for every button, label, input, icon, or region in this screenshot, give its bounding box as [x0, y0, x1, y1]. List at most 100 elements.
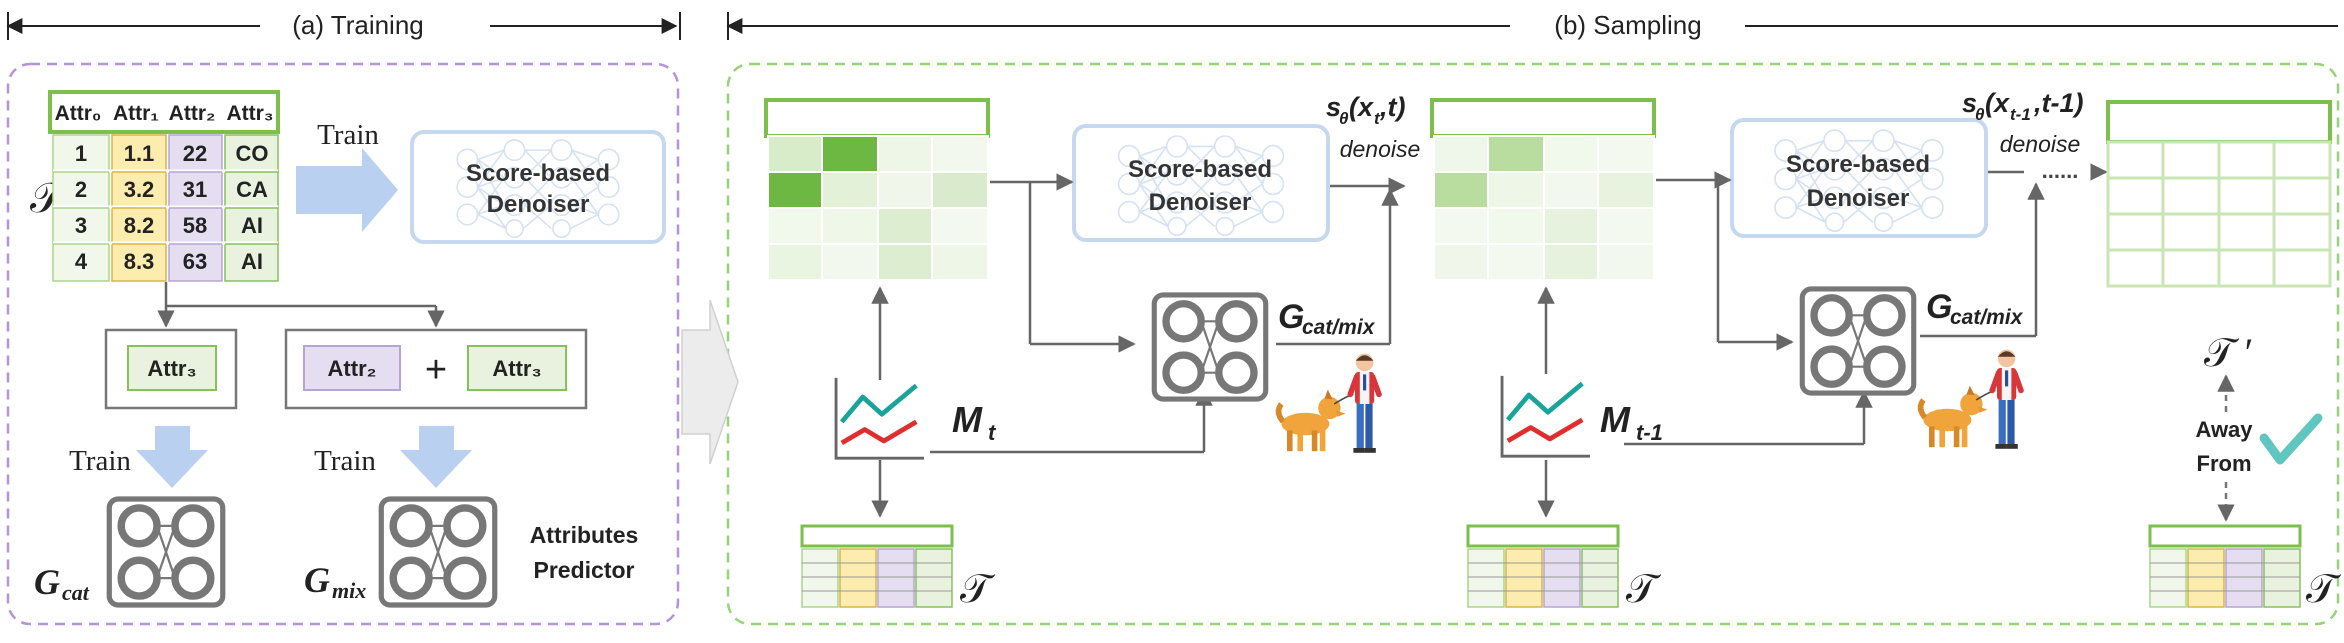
denoiser-title-line1: Score-based: [1786, 151, 1930, 178]
g-sub: cat/mix: [1950, 306, 2024, 329]
denoiser-title-line2: Denoiser: [487, 191, 590, 218]
g-cat-mix-network-2: [1802, 289, 1913, 393]
table-cell: 4: [75, 249, 88, 274]
score-args-sub: t: [1374, 109, 1381, 128]
score-args-end: ,t-1): [2033, 88, 2084, 118]
sampling-denoiser-1: Score-based Denoiser: [1072, 124, 1330, 242]
noisy-table-t: [764, 98, 990, 281]
sampling-frame: [726, 62, 2340, 626]
checkmark-icon: [2259, 413, 2323, 465]
table-cell: AI: [241, 213, 263, 238]
training-span-arrow: [6, 12, 681, 40]
table-cell: 3: [75, 213, 87, 238]
continuation-dots: ......: [2042, 158, 2079, 183]
table-symbol-result: 𝒯: [2306, 566, 2342, 611]
g-mix-network: [381, 499, 494, 605]
table-cell: 3.2: [124, 177, 155, 202]
sampling-denoiser-2: Score-based Denoiser: [1730, 118, 1988, 238]
train-label-mix: Train: [314, 445, 376, 477]
small-table-1: [800, 524, 954, 608]
train-arrow-denoiser: [296, 148, 398, 232]
table-cell: 8.3: [124, 249, 155, 274]
table-cell: 63: [183, 249, 207, 274]
score-args-end: ,t): [1379, 92, 1405, 122]
mask-label-t-minus-1: M t-1: [1600, 399, 1663, 445]
g-cat-label: G: [34, 562, 60, 602]
denoise-label: denoise: [2000, 131, 2081, 157]
score-function-t-minus-1: s θ (x t-1 ,t-1): [1962, 88, 2084, 124]
predictor-label-line1: Attributes: [530, 522, 639, 548]
table-cell: 1: [75, 141, 87, 166]
away-label-line2: From: [2197, 451, 2252, 476]
denoiser-title-line2: Denoiser: [1149, 189, 1252, 216]
mix-input-label-b: Attr₃: [492, 356, 541, 381]
denoiser-title-line2: Denoiser: [1807, 185, 1910, 212]
score-function-t: s θ (x t ,t): [1326, 92, 1405, 128]
training-data-table: [48, 90, 280, 282]
mix-input-box: Attr₂ + Attr₃: [284, 328, 588, 410]
transition-arrow: [681, 299, 739, 465]
g-cat-network: [109, 499, 222, 605]
step1-arrows: [871, 173, 1406, 518]
table-symbol-1: 𝒯: [960, 566, 996, 611]
mask-label-t: M t: [952, 399, 997, 445]
train-arrow-cat: [136, 426, 208, 488]
table-header-cell: Attr₀: [55, 102, 102, 125]
table-header-cell: Attr₁: [113, 102, 159, 125]
sampling-span-arrow: [726, 12, 2338, 40]
denoise-label: denoise: [1340, 136, 1421, 162]
sampling-section-title: (b) Sampling: [1554, 10, 1701, 40]
train-label-cat: Train: [69, 445, 131, 477]
denoiser-title-line1: Score-based: [466, 160, 610, 187]
split-arrows: [157, 282, 445, 328]
training-table-headers: Attr₀ Attr₁ Attr₂ Attr₃: [55, 102, 274, 125]
step2-arrows: [1537, 163, 2108, 518]
table-cell: CA: [236, 177, 268, 202]
score-sub: θ: [1339, 109, 1349, 128]
score-args-sub: t-1: [2010, 105, 2031, 124]
table-cell: 8.2: [124, 213, 155, 238]
predictor-label-line2: Predictor: [534, 557, 635, 583]
dog-walker-icon: [1921, 350, 2021, 449]
g-mix-label: G: [304, 560, 330, 600]
table-cell: 22: [183, 141, 207, 166]
score-args: (x: [1985, 88, 2010, 118]
table-cell: CO: [236, 141, 269, 166]
denoiser-title-line1: Score-based: [1128, 156, 1272, 183]
generated-table: [2106, 100, 2332, 288]
score-fn: s: [1962, 88, 1977, 118]
table-cell: 2: [75, 177, 87, 202]
g-label: G: [1278, 298, 1304, 336]
g-cat-mix-label-2: G cat/mix: [1926, 288, 2024, 329]
score-sub: θ: [1975, 105, 1985, 124]
g-sub: cat/mix: [1302, 316, 1376, 339]
table-cell: AI: [241, 249, 263, 274]
table-cell: 31: [183, 177, 207, 202]
dog-walker-icon: [1279, 354, 1379, 453]
noisy-table-t-minus-1: [1430, 98, 1656, 281]
generated-table-symbol: 𝒯 ′: [2204, 330, 2253, 375]
g-cat-mix-label-1: G cat/mix: [1278, 298, 1376, 339]
table-header-cell: Attr₃: [226, 102, 273, 125]
cat-input-box: Attr₃: [104, 328, 238, 410]
mask-letter: M: [952, 399, 983, 440]
plus-sign: +: [425, 349, 447, 391]
table-cell: 58: [183, 213, 207, 238]
table-cell: 1.1: [124, 141, 155, 166]
table-header-cell: Attr₂: [169, 102, 216, 125]
away-label-line1: Away: [2195, 417, 2253, 442]
g-label: G: [1926, 288, 1952, 326]
train-label-denoiser: Train: [317, 119, 379, 151]
mix-input-label-a: Attr₂: [328, 356, 377, 381]
cat-input-label: Attr₃: [147, 356, 196, 381]
small-table-2: [1466, 524, 1620, 608]
g-cat-subscript: cat: [62, 580, 90, 605]
g-mix-subscript: mix: [332, 578, 366, 603]
mask-chart-icon: [1502, 376, 1590, 456]
mask-letter: M: [1600, 399, 1631, 440]
mask-sub: t: [988, 420, 997, 445]
small-table-result: [2148, 524, 2302, 608]
train-arrow-mix: [400, 426, 472, 488]
table-symbol-2: 𝒯: [1626, 566, 1662, 611]
training-denoiser: Score-based Denoiser: [410, 130, 666, 244]
